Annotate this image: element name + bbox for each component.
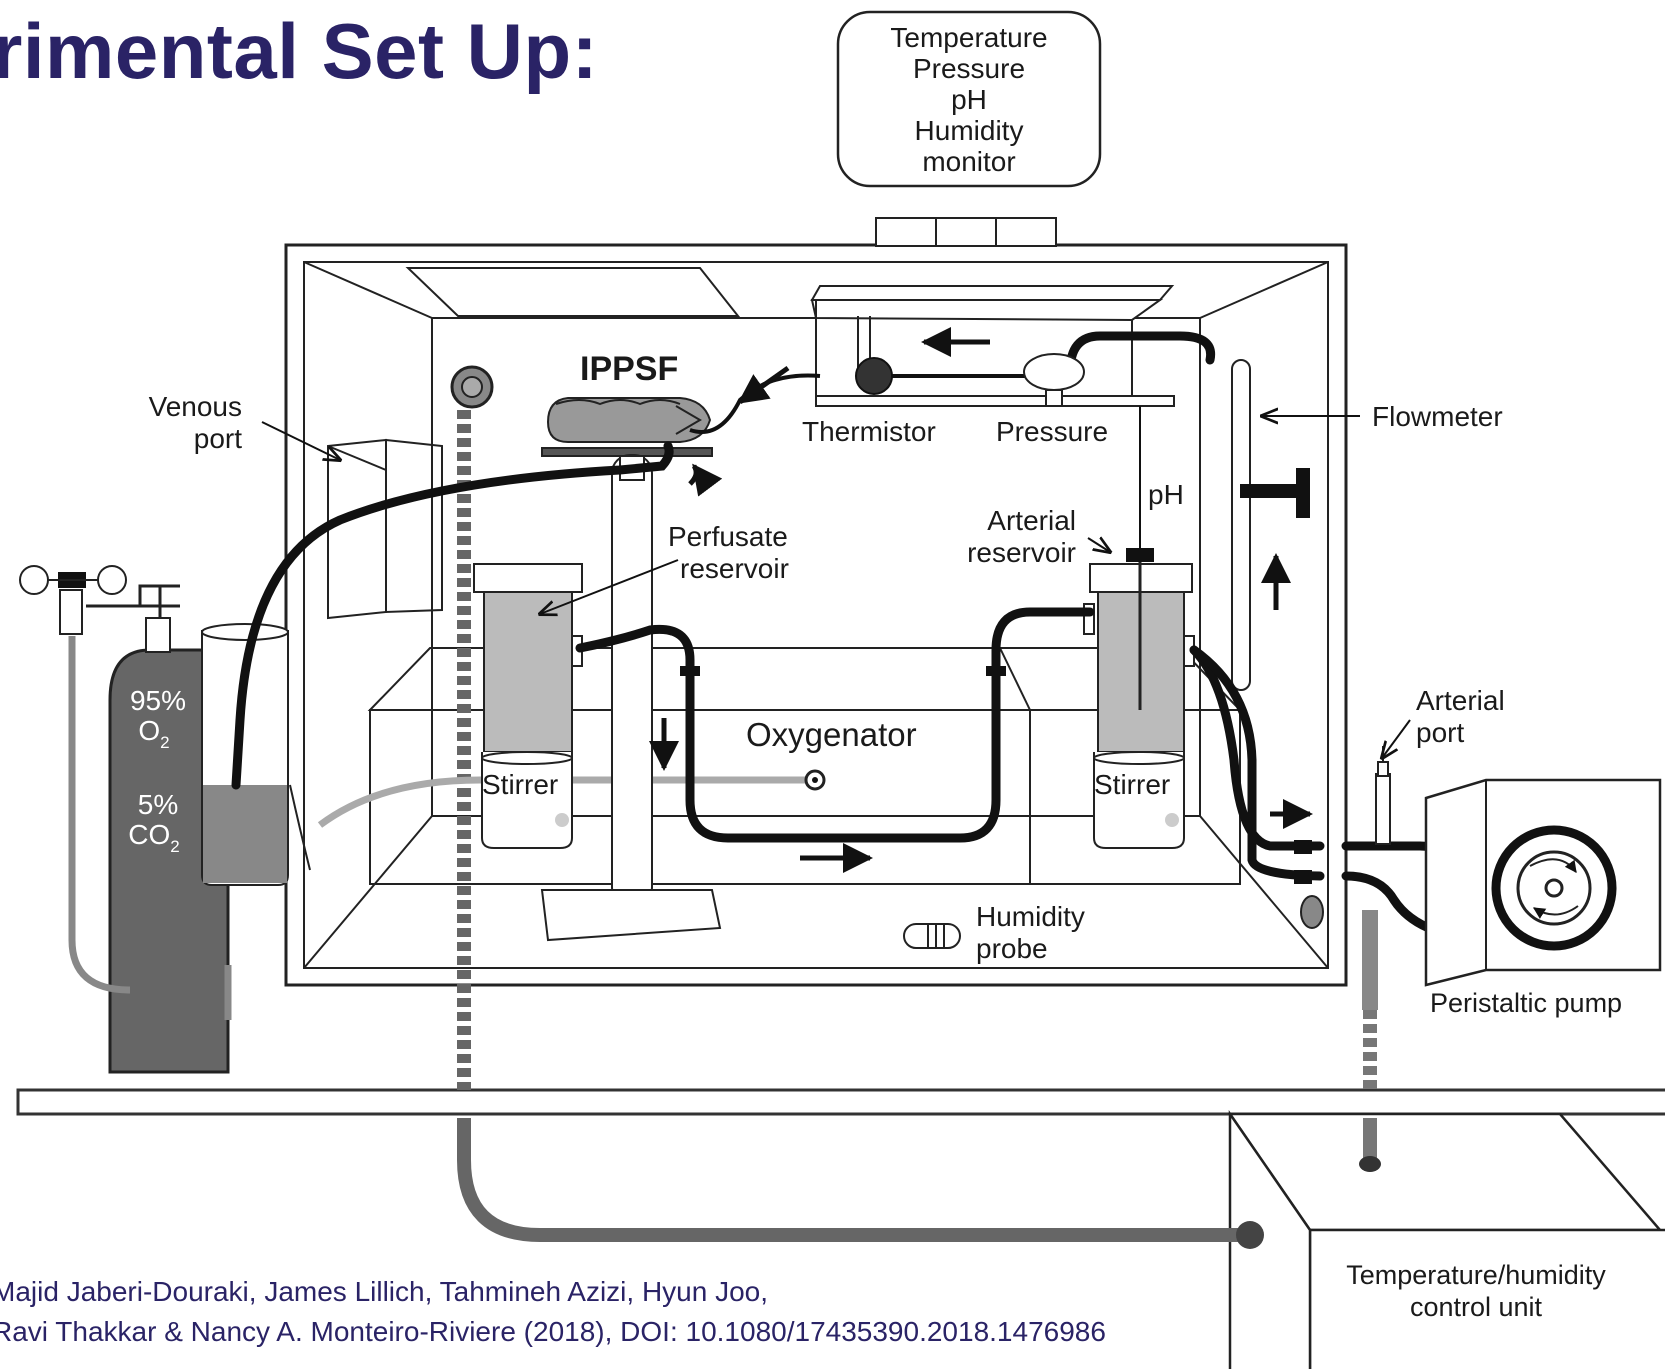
svg-text:Venous: Venous: [149, 391, 242, 422]
svg-text:pH: pH: [951, 84, 987, 115]
stirrer-left-label: Stirrer: [482, 769, 558, 800]
ph-label: pH: [1148, 479, 1184, 510]
perfusate-reservoir-label: Perfusate reservoir: [668, 521, 789, 584]
svg-text:Temperature: Temperature: [890, 22, 1047, 53]
svg-text:Temperature/humidity: Temperature/humidity: [1346, 1260, 1606, 1290]
citation: Majid Jaberi-Douraki, James Lillich, Tah…: [0, 1272, 1106, 1352]
svg-text:Arterial: Arterial: [1416, 685, 1505, 716]
thermistor-label: Thermistor: [802, 416, 936, 447]
svg-text:monitor: monitor: [922, 146, 1015, 177]
citation-line-2: Ravi Thakkar & Nancy A. Monteiro-Riviere…: [0, 1312, 1106, 1352]
control-unit-box: [1230, 1114, 1665, 1369]
oxygenator-outlet: [806, 771, 824, 789]
svg-text:port: port: [194, 423, 242, 454]
stirrer-right-label: Stirrer: [1094, 769, 1170, 800]
svg-text:reservoir: reservoir: [967, 537, 1076, 568]
citation-line-1: Majid Jaberi-Douraki, James Lillich, Tah…: [0, 1272, 1106, 1312]
svg-text:control unit: control unit: [1410, 1292, 1543, 1322]
oxygenator-label: Oxygenator: [746, 716, 917, 753]
svg-text:Arterial: Arterial: [987, 505, 1076, 536]
arterial-port-label: Arterial port: [1416, 685, 1505, 748]
drain-port: [1301, 896, 1323, 928]
svg-text:probe: probe: [976, 933, 1048, 964]
peristaltic-pump-label: Peristaltic pump: [1430, 988, 1622, 1018]
arterial-reservoir-vessel: [1084, 548, 1194, 848]
gas-cylinder: [20, 566, 228, 1072]
svg-text:Perfusate: Perfusate: [668, 521, 788, 552]
bench-shelf: [18, 1090, 1665, 1114]
svg-text:port: port: [1416, 717, 1464, 748]
venous-port-label: Venous port: [149, 391, 243, 454]
perfusate-reservoir-vessel: [474, 564, 582, 848]
flowmeter-label: Flowmeter: [1372, 401, 1503, 432]
peristaltic-pump-box: [1426, 780, 1660, 985]
svg-text:reservoir: reservoir: [680, 553, 789, 584]
arterial-port-needle: [1376, 746, 1390, 844]
svg-text:Humidity: Humidity: [976, 901, 1085, 932]
svg-text:Humidity: Humidity: [915, 115, 1024, 146]
ippsf-label: IPPSF: [580, 350, 678, 388]
pressure-label: Pressure: [996, 416, 1108, 447]
svg-text:Pressure: Pressure: [913, 53, 1025, 84]
svg-text:5%: 5%: [138, 789, 178, 820]
humidity-probe-sensor: [904, 924, 960, 948]
svg-text:95%: 95%: [130, 685, 186, 716]
